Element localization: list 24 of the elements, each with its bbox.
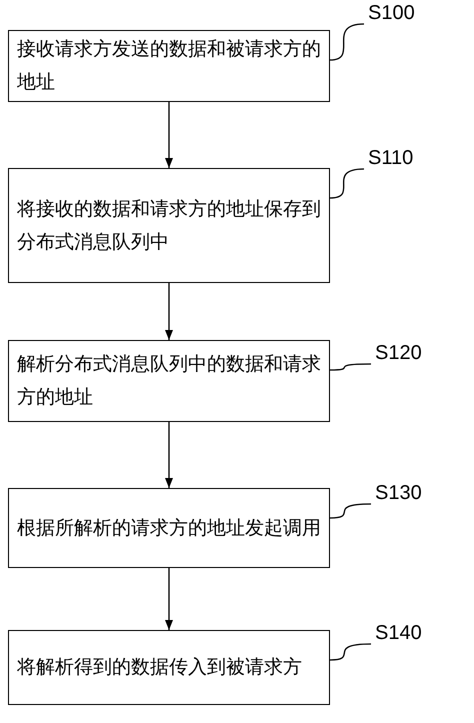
leader-line bbox=[330, 23, 364, 61]
leader-line bbox=[330, 168, 364, 199]
step-text: 接收请求方发送的数据和被请求方的地址 bbox=[17, 37, 321, 95]
process-box bbox=[8, 168, 330, 283]
step-label: S130 bbox=[375, 482, 422, 505]
step-label: S110 bbox=[368, 147, 414, 170]
step-text: 将接收的数据和请求方的地址保存到分布式消息队列中 bbox=[17, 196, 321, 254]
leader-line bbox=[330, 643, 372, 661]
arrow bbox=[165, 283, 173, 340]
arrow bbox=[165, 422, 173, 488]
arrow bbox=[165, 568, 173, 630]
arrow bbox=[165, 102, 173, 168]
step-text: 根据所解析的请求方的地址发起调用 bbox=[17, 516, 321, 540]
process-box bbox=[8, 630, 330, 705]
step-text: 解析分布式消息队列中的数据和请求方的地址 bbox=[17, 352, 321, 410]
process-box bbox=[8, 340, 330, 422]
step-label: S120 bbox=[375, 342, 422, 365]
step-label: S140 bbox=[375, 622, 422, 645]
process-box bbox=[8, 488, 330, 568]
leader-line bbox=[330, 503, 372, 519]
leader-line bbox=[330, 363, 371, 371]
step-label: S100 bbox=[368, 2, 415, 25]
process-box bbox=[8, 30, 330, 102]
step-text: 将解析得到的数据传入到被请求方 bbox=[17, 655, 302, 680]
